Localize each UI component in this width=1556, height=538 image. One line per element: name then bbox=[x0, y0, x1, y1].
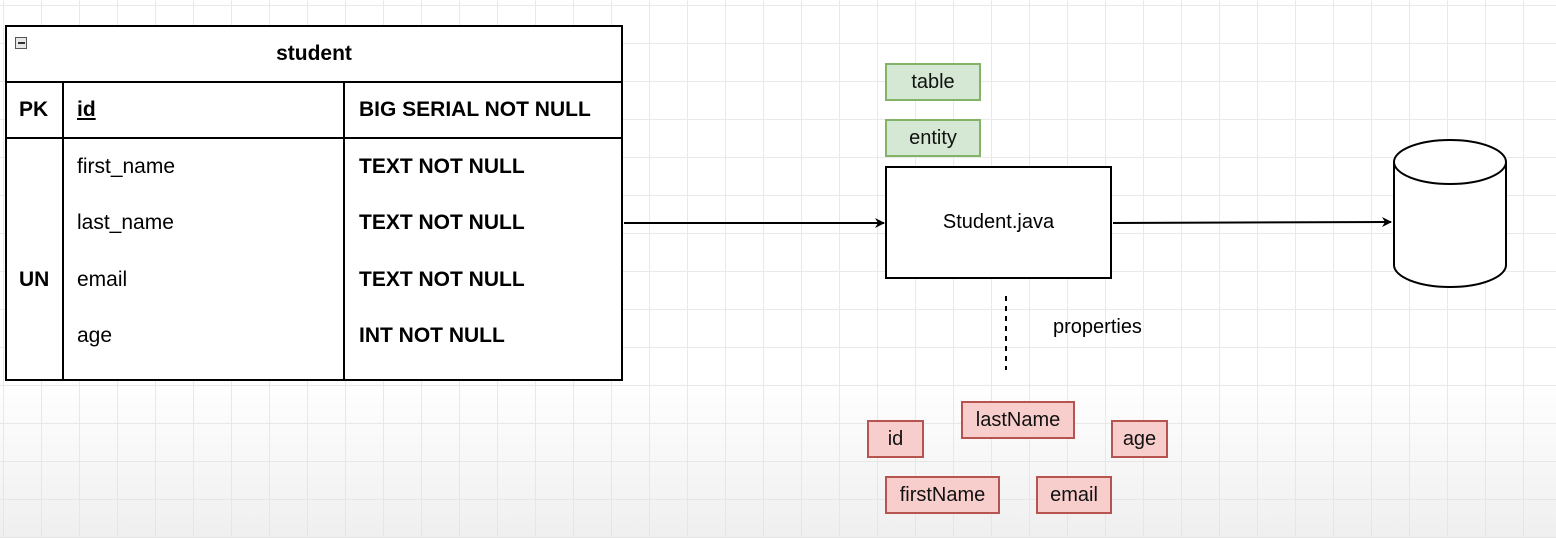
property-tag-email[interactable]: email bbox=[1036, 476, 1112, 514]
column-type: TEXT NOT NULL bbox=[359, 211, 525, 234]
column-type: TEXT NOT NULL bbox=[359, 155, 525, 178]
property-tag-age[interactable]: age bbox=[1111, 420, 1168, 458]
er-table-title: student bbox=[7, 27, 621, 83]
primary-key-row: PK id BIG SERIAL NOT NULL bbox=[7, 83, 621, 139]
row-key: UN bbox=[19, 268, 50, 291]
property-tag-lastname[interactable]: lastName bbox=[961, 401, 1075, 439]
column-type: INT NOT NULL bbox=[359, 324, 505, 347]
collapse-icon[interactable] bbox=[15, 37, 27, 49]
column-type: TEXT NOT NULL bbox=[359, 268, 525, 291]
key-column-divider bbox=[62, 83, 64, 379]
column-name: age bbox=[77, 324, 113, 347]
database-icon bbox=[1393, 139, 1507, 288]
pk-column-name: id bbox=[77, 98, 96, 121]
property-tag-firstname[interactable]: firstName bbox=[885, 476, 1000, 514]
entity-class-box[interactable]: Student.java bbox=[885, 166, 1112, 279]
arrow-entity-to-database bbox=[1112, 217, 1392, 228]
properties-label: properties bbox=[1053, 316, 1142, 338]
pk-badge: PK bbox=[19, 98, 49, 121]
table-annotation-tag[interactable]: table bbox=[885, 63, 981, 101]
entity-annotation-tag[interactable]: entity bbox=[885, 119, 981, 157]
property-tag-id[interactable]: id bbox=[867, 420, 924, 458]
pk-column-type: BIG SERIAL NOT NULL bbox=[359, 98, 591, 121]
column-name: last_name bbox=[77, 211, 174, 234]
type-column-divider bbox=[343, 83, 345, 379]
er-table-student[interactable]: student PK id BIG SERIAL NOT NULL first_… bbox=[5, 25, 623, 381]
column-name: first_name bbox=[77, 155, 176, 178]
column-name: email bbox=[77, 268, 128, 291]
